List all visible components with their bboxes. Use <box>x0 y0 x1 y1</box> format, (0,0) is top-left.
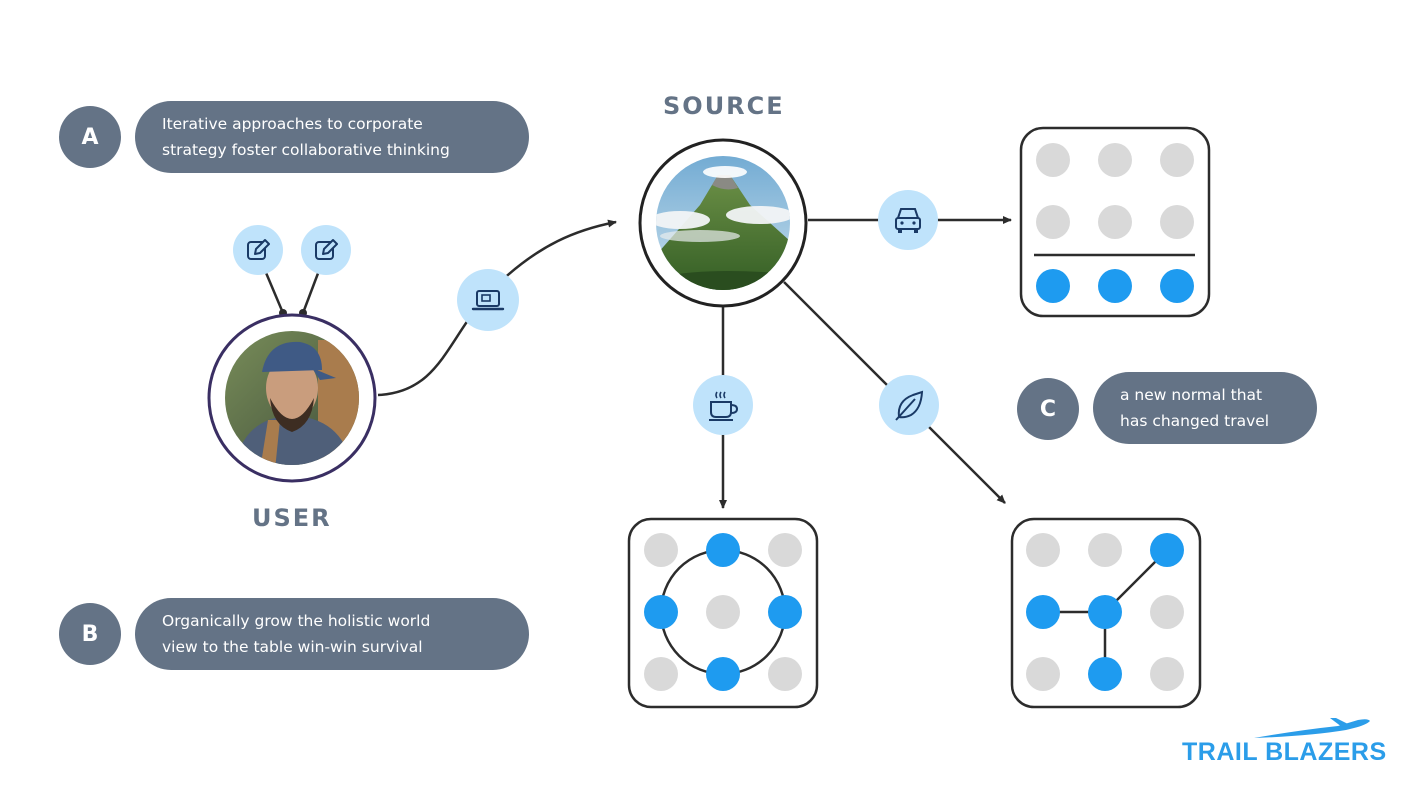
brand-logo: TRAIL BLAZERS <box>1182 738 1387 766</box>
connectors <box>262 216 1012 509</box>
step-pill-c: a new normal that has changed travel <box>1093 372 1317 444</box>
user-label: USER <box>252 504 332 532</box>
step-badge-c: C <box>1017 378 1079 440</box>
pattern-box-bottom-right <box>1010 517 1202 709</box>
car-icon <box>878 190 938 250</box>
leaf-icon <box>879 375 939 435</box>
pencil-square-icon <box>301 225 351 275</box>
source-node <box>638 138 808 308</box>
coffee-cup-icon <box>693 375 753 435</box>
step-badge-b: B <box>59 603 121 665</box>
step-a-line-2: strategy foster collaborative thinking <box>162 141 450 159</box>
step-c-line-2: has changed travel <box>1120 412 1270 430</box>
user-photo <box>225 331 359 465</box>
step-b-line-1: Organically grow the holistic world <box>162 612 431 630</box>
laptop-icon <box>457 269 519 331</box>
source-label: SOURCE <box>663 92 785 120</box>
step-b-line-2: view to the table win-win survival <box>162 638 423 656</box>
edit-connector-right <box>301 267 322 314</box>
step-c-line-1: a new normal that <box>1120 386 1263 404</box>
pattern-box-bottom-middle <box>627 517 819 709</box>
edit-connector-left <box>262 267 285 314</box>
step-pill-b: Organically grow the holistic world view… <box>135 598 529 670</box>
user-node <box>207 313 377 483</box>
step-a-line-1: Iterative approaches to corporate <box>162 115 423 133</box>
step-badge-a: A <box>59 106 121 168</box>
step-pill-a: Iterative approaches to corporate strate… <box>135 101 529 173</box>
airplane-logo-icon <box>1254 718 1370 738</box>
pattern-box-top-right <box>1019 126 1211 318</box>
pencil-square-icon <box>233 225 283 275</box>
